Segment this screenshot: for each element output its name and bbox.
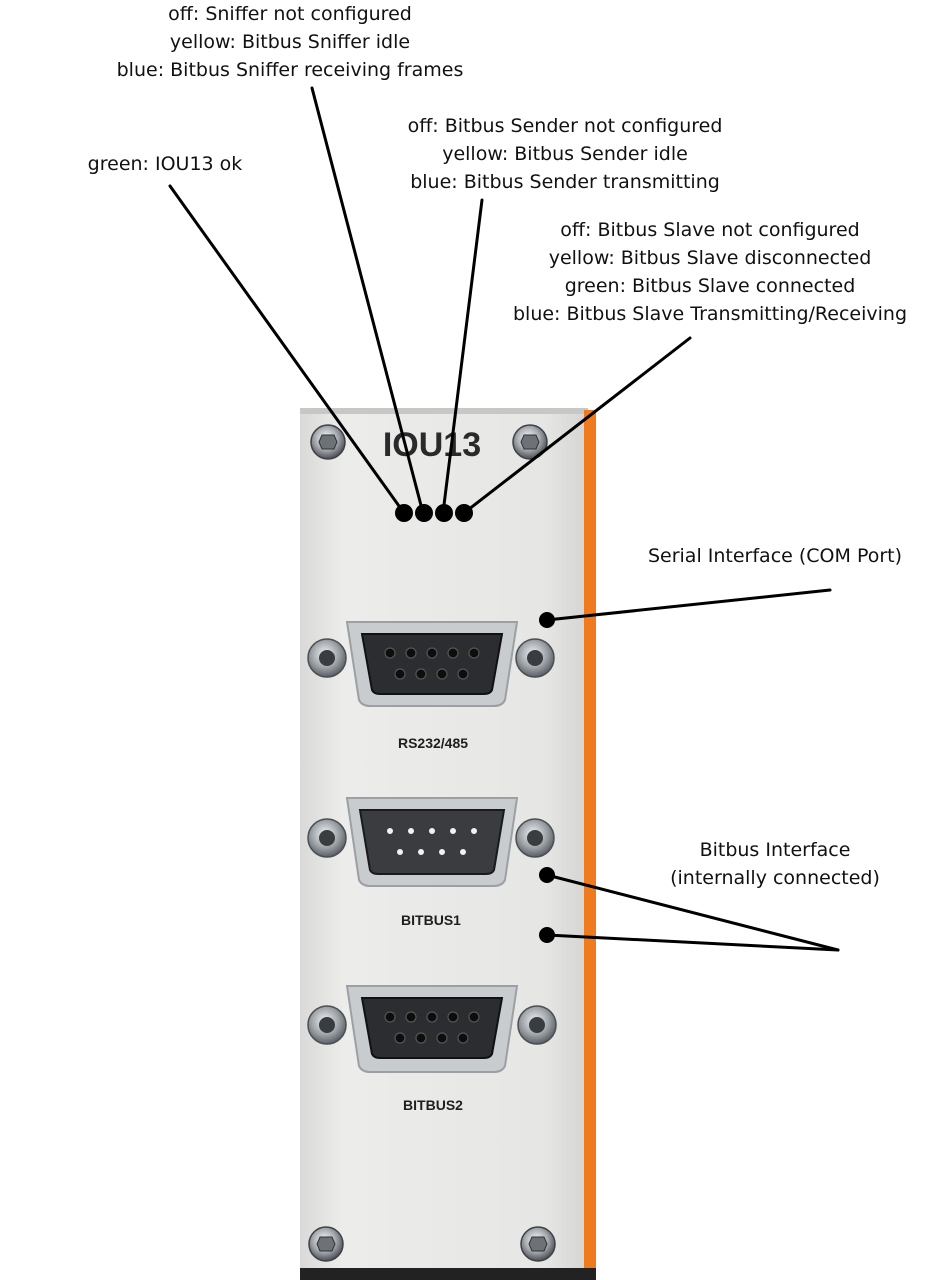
leader-line-bitbus2 [545, 933, 840, 952]
hex-nut-icon [517, 1005, 557, 1045]
connector-plug [358, 809, 506, 875]
screw-icon [512, 424, 548, 460]
annotation-line: (internally connected) [670, 867, 880, 889]
screw-icon [520, 1226, 556, 1262]
rs232-connector: RS232/485 [307, 621, 555, 751]
leader-line-serial [545, 588, 832, 622]
connector-socket [360, 633, 504, 695]
bitbus2-endpoint-dot [539, 927, 555, 943]
status-led-icon [395, 504, 413, 522]
annotation-sender-led: off: Bitbus Sender not configured yellow… [360, 112, 770, 196]
connector-pins [387, 828, 477, 855]
connector-label-bitbus2: BITBUS2 [403, 1097, 463, 1113]
annotation-status-led: green: IOU13 ok [60, 150, 270, 178]
hex-nut-icon [307, 818, 347, 858]
annotation-line: green: IOU13 ok [87, 153, 243, 175]
panel-bottom-edge [300, 1268, 596, 1280]
annotation-line: green: Bitbus Slave connected [564, 275, 856, 297]
leader-line-bitbus1 [545, 873, 840, 952]
leader-endpoints [539, 612, 555, 943]
annotation-line: blue: Bitbus Sender transmitting [410, 171, 720, 193]
annotation-line: yellow: Bitbus Sender idle [442, 143, 688, 165]
connector-label-bitbus1: BITBUS1 [401, 912, 461, 928]
serial-endpoint-dot [539, 612, 555, 628]
hex-nut-icon [515, 638, 555, 678]
annotation-serial-interface: Serial Interface (COM Port) [610, 542, 940, 570]
annotation-slave-led: off: Bitbus Slave not configured yellow:… [470, 216, 950, 328]
annotation-line: yellow: Bitbus Slave disconnected [548, 247, 872, 269]
slave-led-icon [455, 504, 473, 522]
connector-label-rs232: RS232/485 [398, 735, 468, 751]
panel-top-edge [300, 408, 588, 414]
annotation-bitbus-interface: Bitbus Interface (internally connected) [640, 836, 910, 892]
leader-line-slave-led [462, 336, 692, 515]
leader-lines [168, 86, 840, 952]
bitbus2-connector: BITBUS2 [307, 985, 557, 1113]
bitbus1-endpoint-dot [539, 867, 555, 883]
annotation-line: yellow: Bitbus Sniffer idle [169, 31, 411, 53]
screw-icon [310, 424, 346, 460]
orange-side-edge [584, 410, 596, 1280]
connector-socket [360, 997, 504, 1059]
annotation-line: Bitbus Interface [699, 839, 851, 861]
annotation-line: blue: Bitbus Sniffer receiving frames [116, 59, 464, 81]
module-title: IOU13 [383, 426, 481, 464]
annotation-line: off: Bitbus Sender not configured [407, 115, 723, 137]
hex-nut-icon [307, 638, 347, 678]
bitbus1-connector: BITBUS1 [307, 797, 555, 928]
connector-pins [384, 1011, 480, 1044]
led-indicators [395, 504, 473, 522]
annotation-sniffer-led: off: Sniffer not configured yellow: Bitb… [80, 0, 500, 84]
leader-line-sniffer-led [310, 86, 425, 515]
annotation-line: Serial Interface (COM Port) [647, 545, 903, 567]
annotation-line: blue: Bitbus Slave Transmitting/Receivin… [512, 303, 908, 325]
annotation-line: off: Bitbus Slave not configured [560, 219, 860, 241]
connector-pins [384, 647, 480, 680]
hex-nut-icon [307, 1005, 347, 1045]
leader-line-sender-led [441, 198, 484, 515]
sender-led-icon [435, 504, 453, 522]
sniffer-led-icon [415, 504, 433, 522]
annotation-line: off: Sniffer not configured [168, 3, 412, 25]
screw-icon [308, 1226, 344, 1262]
leader-line-status-led [168, 184, 406, 515]
hex-nut-icon [515, 818, 555, 858]
